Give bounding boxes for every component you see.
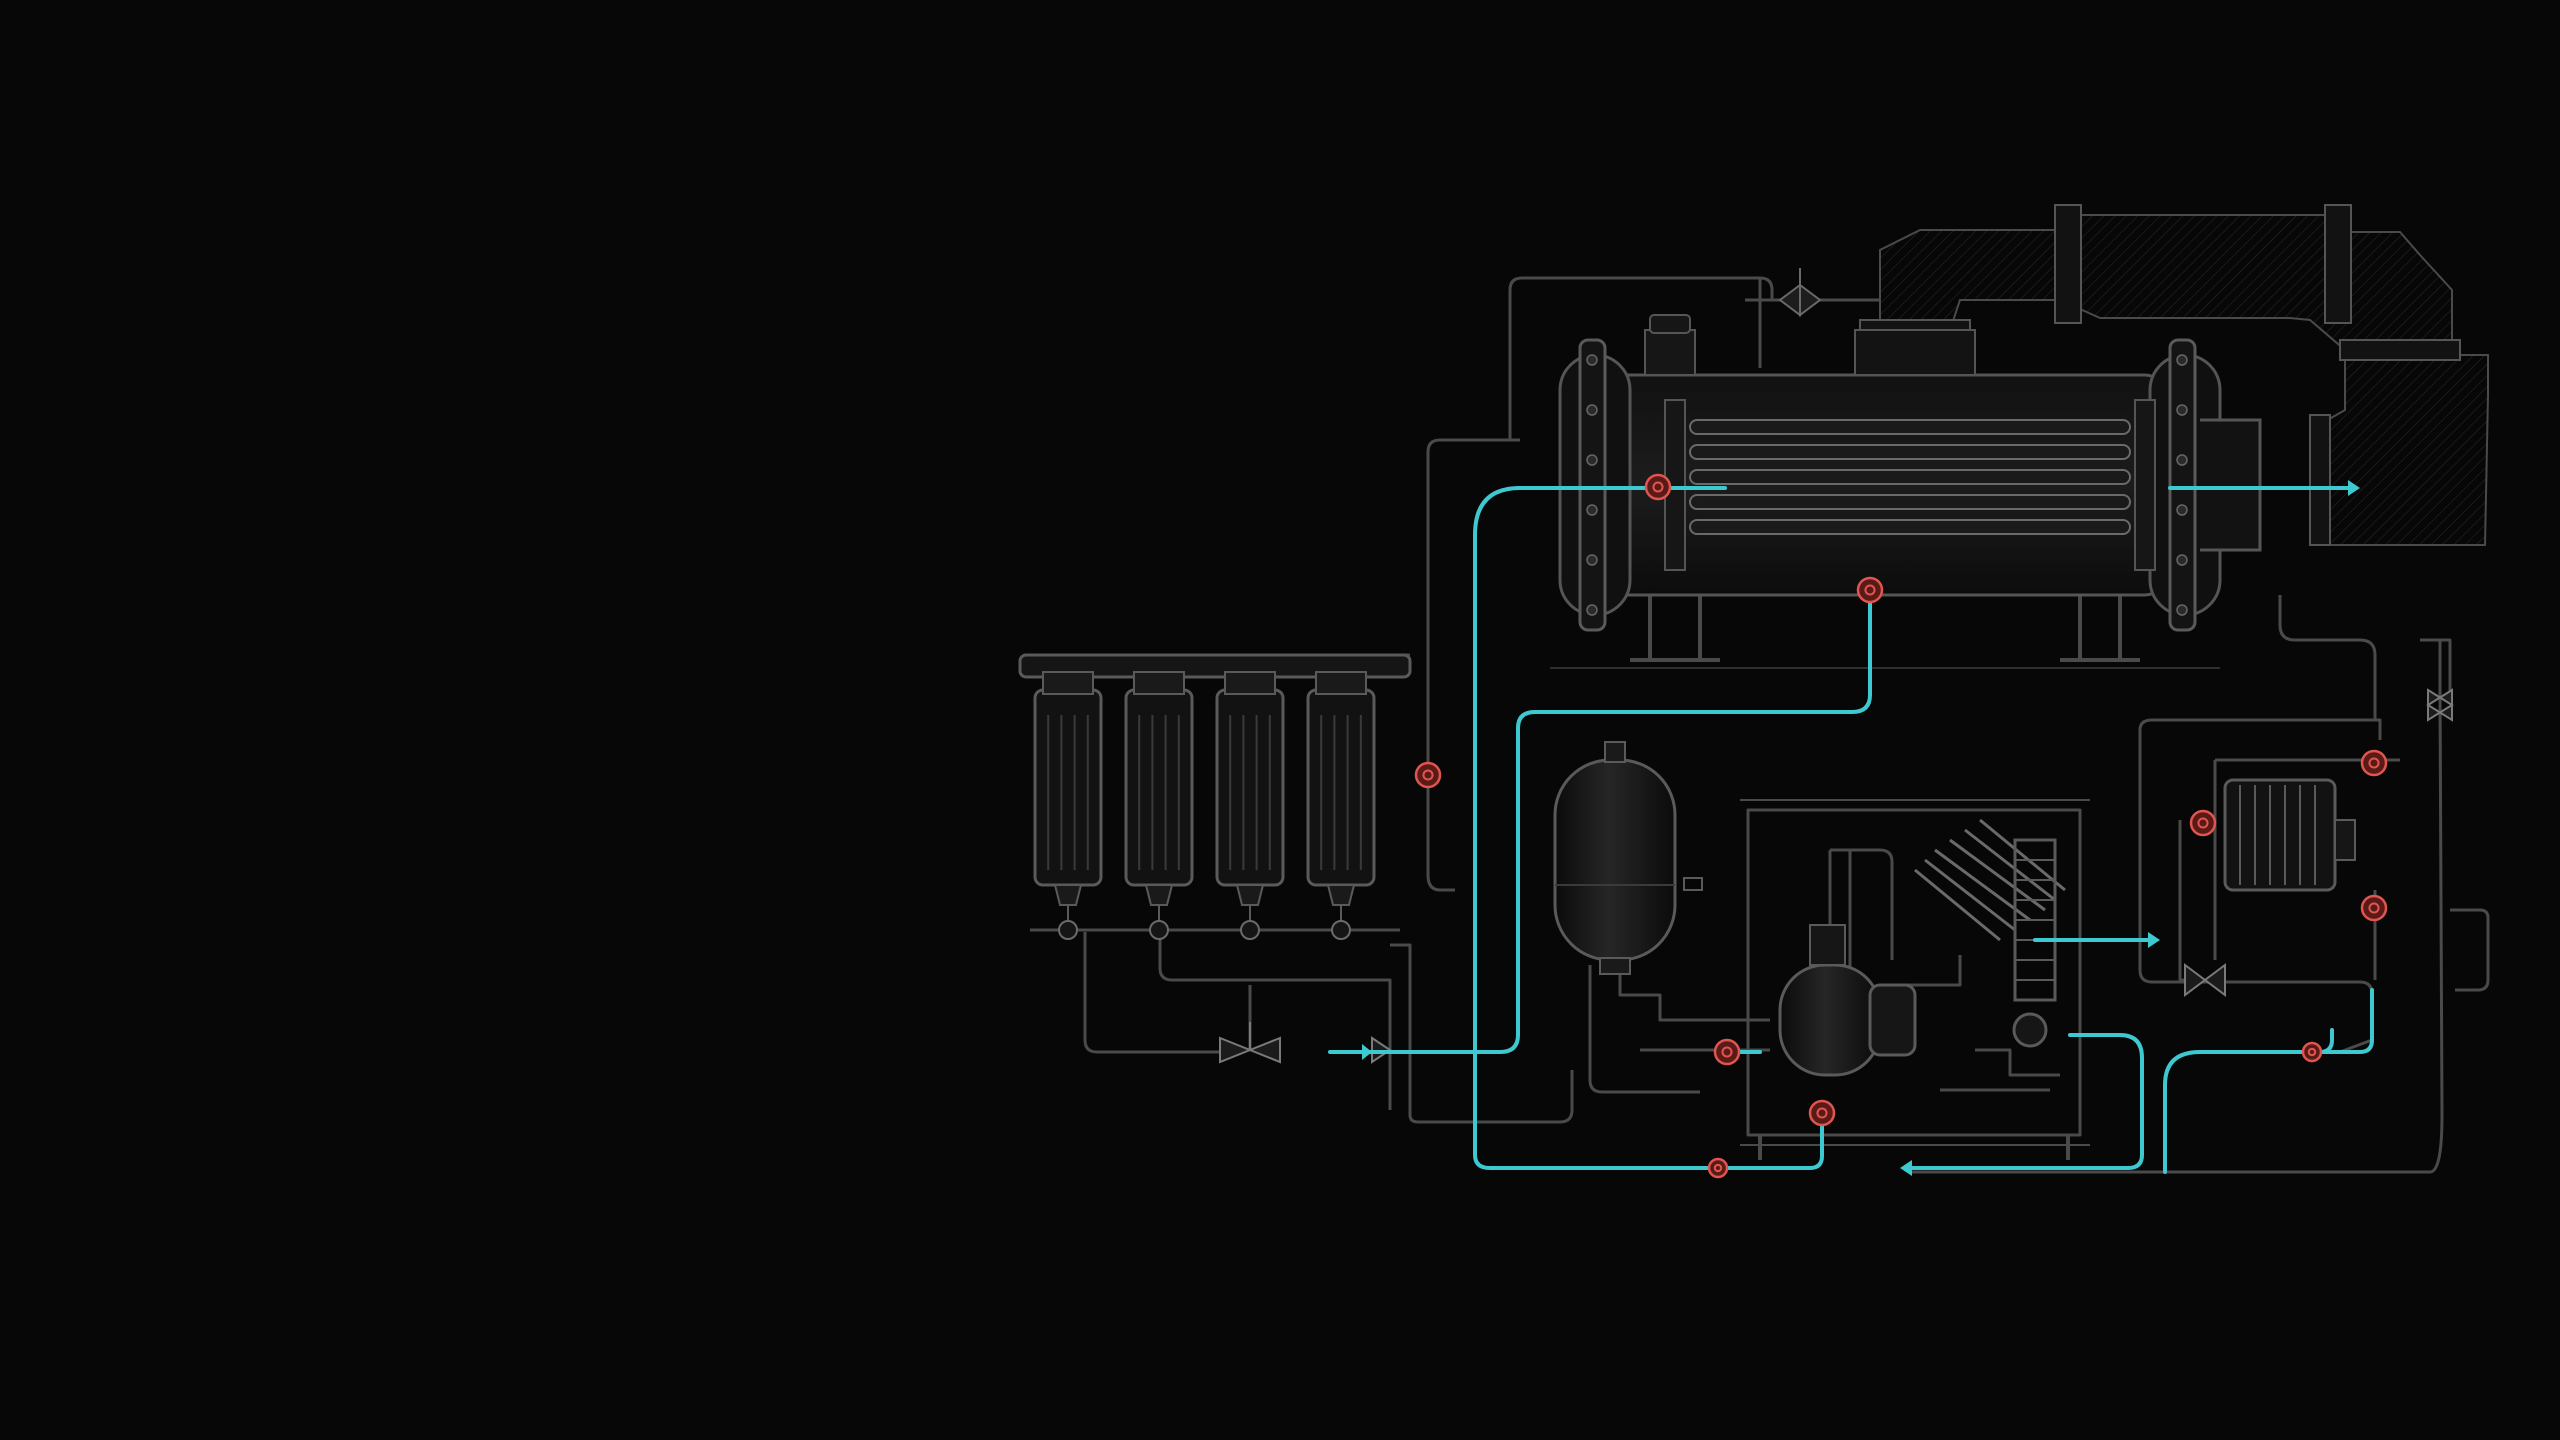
sensor-pump-suction-icon	[1713, 1038, 1741, 1066]
cartridge-filter-icon	[1306, 688, 1376, 887]
filter-junction	[1240, 920, 1260, 940]
sensor-core	[2368, 902, 2380, 914]
sensor-core	[2368, 757, 2380, 769]
sensor-right-return-icon	[2301, 1041, 2323, 1063]
cartridge-filter-icon	[1124, 688, 1194, 887]
filter-cap	[1133, 671, 1185, 695]
sensor-hx-bottom-icon	[1856, 576, 1884, 604]
sensor-core	[1422, 769, 1434, 781]
filter-junction	[1331, 920, 1351, 940]
filter-cap	[1224, 671, 1276, 695]
sensor-strainer-left-icon	[2189, 809, 2217, 837]
filter-bank	[1018, 653, 1412, 940]
sensor-core	[1721, 1046, 1733, 1058]
sensors	[1414, 473, 2388, 1179]
sensor-core	[1864, 584, 1876, 596]
sensor-strainer-bottom-icon	[2360, 894, 2388, 922]
sensor-core	[1713, 1163, 1723, 1173]
gate-valve	[1219, 688, 2454, 1064]
filter-cap	[1315, 671, 1367, 695]
expansion-tank	[1553, 741, 1703, 975]
filter-header	[1018, 653, 1412, 679]
sensor-riser-icon	[1414, 761, 1442, 789]
sensor-return-line-icon	[1707, 1157, 1729, 1179]
cartridge-filter-icon	[1033, 688, 1103, 887]
sensor-core	[2197, 817, 2209, 829]
heat-exchanger	[1550, 268, 2262, 669]
filter-junction	[1058, 920, 1078, 940]
sensor-pump-outlet-icon	[1808, 1099, 1836, 1127]
strainer	[2223, 778, 2356, 892]
pump-with-motor	[1778, 818, 2066, 1077]
sensor-core	[1816, 1107, 1828, 1119]
filter-junction	[1149, 920, 1169, 940]
cartridge-filter-icon	[1215, 688, 1285, 887]
sensor-hx-inlet-icon	[1644, 473, 1672, 501]
sensor-core	[2307, 1047, 2317, 1057]
filter-cap	[1042, 671, 1094, 695]
flow-arrows	[1362, 480, 2360, 1176]
flow-path	[1328, 486, 2374, 1174]
sensor-core	[1652, 481, 1664, 493]
sensor-strainer-top-icon	[2360, 749, 2388, 777]
